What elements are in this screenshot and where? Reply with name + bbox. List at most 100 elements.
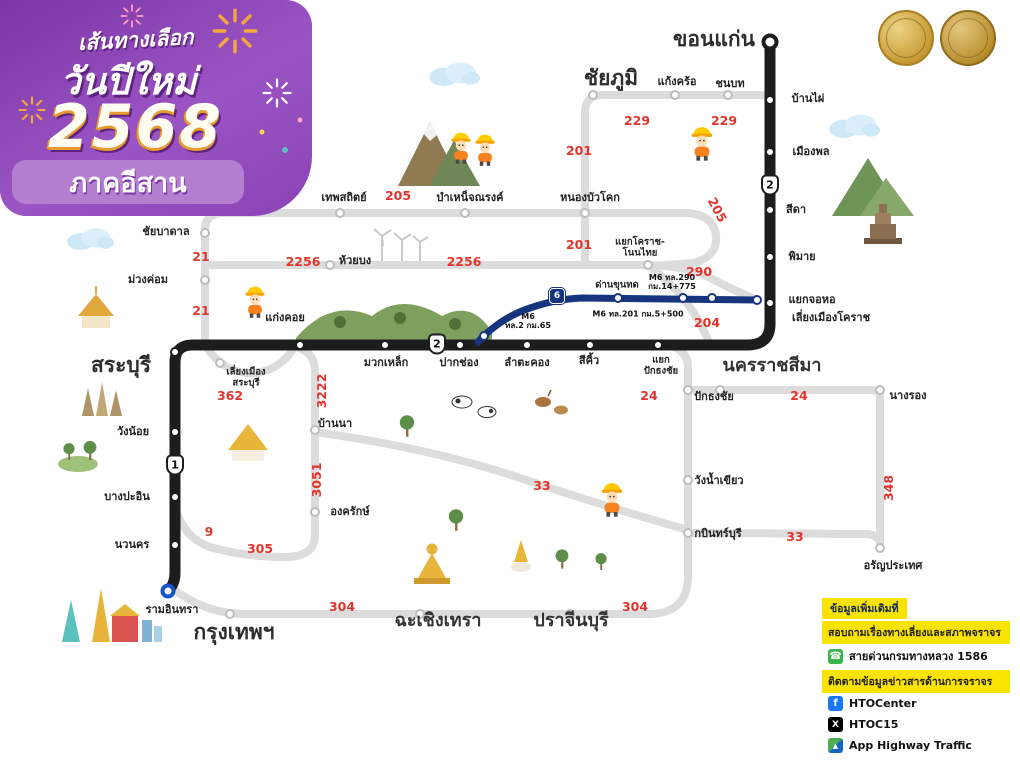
station-dot [310,507,320,517]
station-dot [683,528,693,538]
station-dot [653,340,663,350]
map-label: องครักษ์ [330,504,370,518]
station-dot [522,340,532,350]
station-dot [310,425,320,435]
station-dot [765,205,775,215]
station-dot [200,275,210,285]
map-label: บ้านนา [317,416,353,430]
map-label: ชัยบาดาล [142,224,190,238]
station-dot [200,228,210,238]
station-dot [765,252,775,262]
map-label: 348 [881,474,896,502]
map-label: 9 [204,524,214,539]
map-label: 3051 [309,462,324,498]
station-dot [479,331,489,341]
station-dot [765,95,775,105]
map-label: 33 [786,529,804,544]
route-shield: 1 [166,454,184,476]
map-label: ห้วยบง [338,253,372,267]
map-label: เมืองพล [792,144,830,158]
route-shield: 6 [549,288,565,304]
wind-turbines-illustration [373,228,429,264]
map-label: พิมาย [788,249,816,263]
social-row[interactable]: HTOC15 [822,714,1010,735]
map-label: นครราชสีมา [722,354,822,376]
station-dot [215,358,225,368]
map-label: วังน้อย [116,424,150,438]
map-label: วังน้ำเขียว [694,473,744,487]
phimai-temple-illustration [864,204,902,244]
map-label: บ้านไผ่ [791,91,825,105]
map-label: แยกโคราช- โนนไทย [615,236,665,258]
info-panel-tab: ข้อมูลเพิ่มเติมที่ [822,598,907,619]
map-label: ปากช่อง [439,355,479,369]
map-label: 2256 [446,254,482,269]
station-dot [765,298,775,308]
map-label: 24 [640,388,658,403]
social-label: HTOC15 [849,718,899,731]
map-label: นางรอง [889,388,927,402]
station-dot [643,260,653,270]
station-dot [580,208,590,218]
map-label: ปราจีนบุรี [533,609,609,631]
map-label: 304 [621,599,649,614]
station-dot [160,583,176,599]
map-label: ลำตะคอง [504,355,550,369]
station-dot [613,293,623,303]
map-label: 305 [246,541,274,556]
map-label: เลี่ยงเมืองโคราช [791,310,871,324]
station-dot [683,385,693,395]
map-label: ขอนแก่น [673,27,755,52]
map-label: 362 [216,388,244,403]
map-label: บำเหน็จณรงค์ [436,190,504,204]
hotline-text: สายด่วนกรมทางหลวง 1586 [849,650,988,663]
station-dot [325,260,335,270]
map-label: หนองบัวโคก [560,190,620,204]
department-of-highways-seal [878,10,934,66]
station-dot [415,609,425,619]
map-label: ชนบท [715,76,745,90]
station-dot [588,90,598,100]
map-label: ม่วงค่อม [127,272,169,286]
park-illustration [58,440,98,472]
map-label: ปักธงชัย [694,389,734,403]
station-dot [380,340,390,350]
station-dot [565,609,575,619]
banner-title: วันปีใหม่ [60,60,197,103]
social-row[interactable]: HTOCenter [822,693,1010,714]
station-dot [752,295,762,305]
facebook-icon [828,696,843,711]
map-label: 2256 [285,254,321,269]
station-dot [875,385,885,395]
route-shield: 2 [761,174,779,196]
station-dot [683,475,693,485]
map-label: 290 [685,264,713,279]
map-label: กรุงเทพฯ [193,620,275,645]
map-label: 201 [565,143,593,158]
map-label: อรัญประเทศ [863,558,923,572]
station-dot [295,340,305,350]
station-dot [875,543,885,553]
social-row[interactable]: App Highway Traffic [822,735,1010,756]
station-dot [715,385,725,395]
map-label: เลี่ยงเมือง สระบุรี [226,366,266,388]
map-label: 201 [565,237,593,252]
hotline-row: สายด่วนกรมทางหลวง 1586 [822,644,1010,668]
cows-illustration [451,395,497,418]
station-dot [170,427,180,437]
map-label: 24 [790,388,808,403]
map-label: กบินทร์บุรี [694,526,742,540]
route-shield: 2 [428,333,446,355]
map-label: สีคิ้ว [578,353,600,367]
main-route [163,36,776,596]
station-dot [225,609,235,619]
map-label: 21 [192,303,210,318]
map-label: ด่านขุนทด [595,279,639,291]
deer-illustration [535,389,568,415]
station-dot [170,492,180,502]
map-label: M6 ทล.290 กม.14+775 [648,273,696,291]
info-panel-line2: ติดตามข้อมูลข่าวสารด้านการจราจร [822,670,1010,693]
station-dot [723,90,733,100]
station-dot [335,208,345,218]
